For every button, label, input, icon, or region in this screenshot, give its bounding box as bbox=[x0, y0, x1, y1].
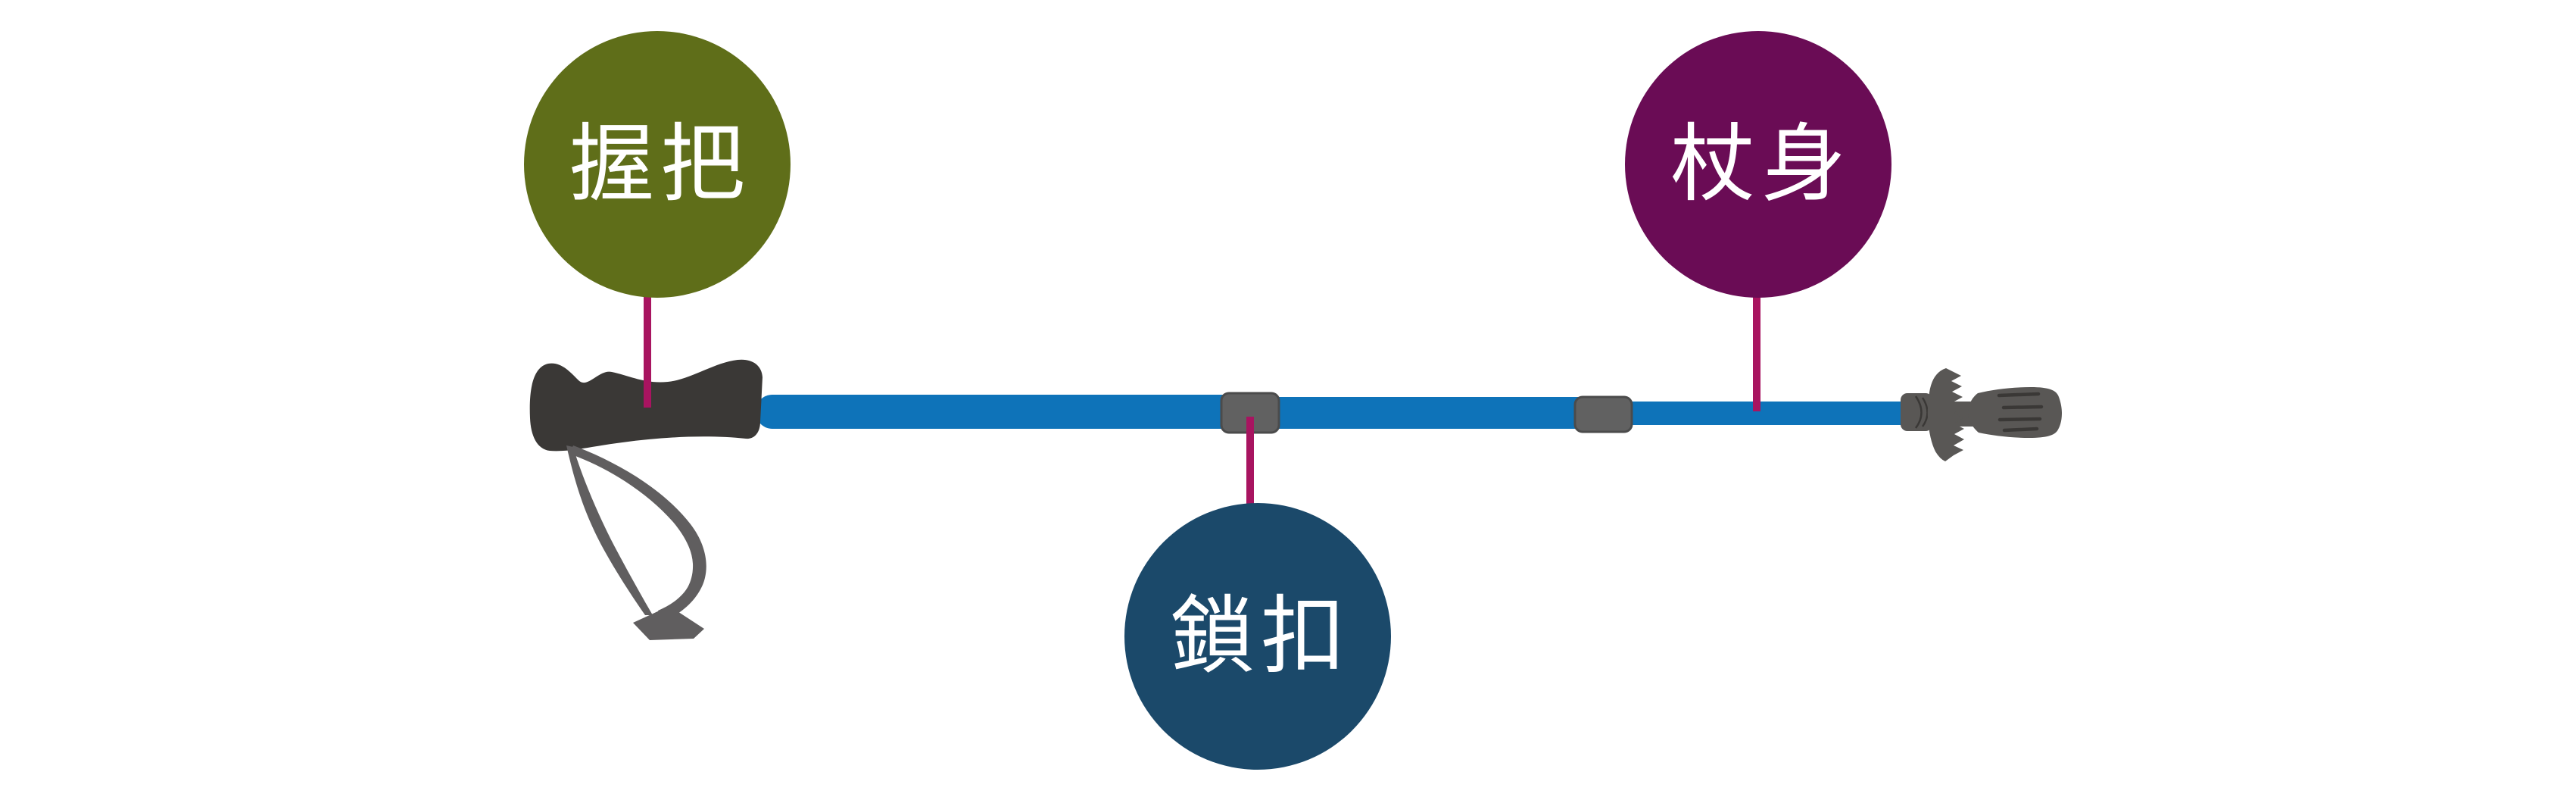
label-shaft-text: 杖身 bbox=[1670, 115, 1852, 214]
leader-line-lock bbox=[1246, 417, 1254, 509]
leader-line-shaft bbox=[1753, 296, 1760, 411]
label-circle-grip: 握把 bbox=[524, 31, 791, 298]
wrist-strap-inner-edge bbox=[641, 489, 698, 608]
shaft-lower-section bbox=[1604, 402, 1904, 425]
wrist-strap-back-band bbox=[569, 445, 706, 621]
mud-basket bbox=[1927, 368, 1964, 461]
leader-line-grip bbox=[644, 294, 651, 408]
rubber-tip-grooves bbox=[1997, 392, 2044, 433]
label-lock-text: 鎖扣 bbox=[1170, 587, 1352, 686]
wrist-strap-front-band bbox=[566, 445, 653, 615]
label-grip-text: 握把 bbox=[569, 115, 751, 214]
label-circle-lock: 鎖扣 bbox=[1124, 503, 1391, 770]
wrist-strap-end bbox=[633, 606, 704, 640]
joint-ferrule bbox=[1573, 395, 1633, 433]
label-circle-shaft: 杖身 bbox=[1625, 31, 1891, 298]
rubber-tip bbox=[1968, 387, 2062, 438]
tip-collar-ridges bbox=[1914, 395, 1929, 429]
shaft-middle-section bbox=[1249, 397, 1605, 429]
shaft-upper-section bbox=[756, 395, 1255, 429]
